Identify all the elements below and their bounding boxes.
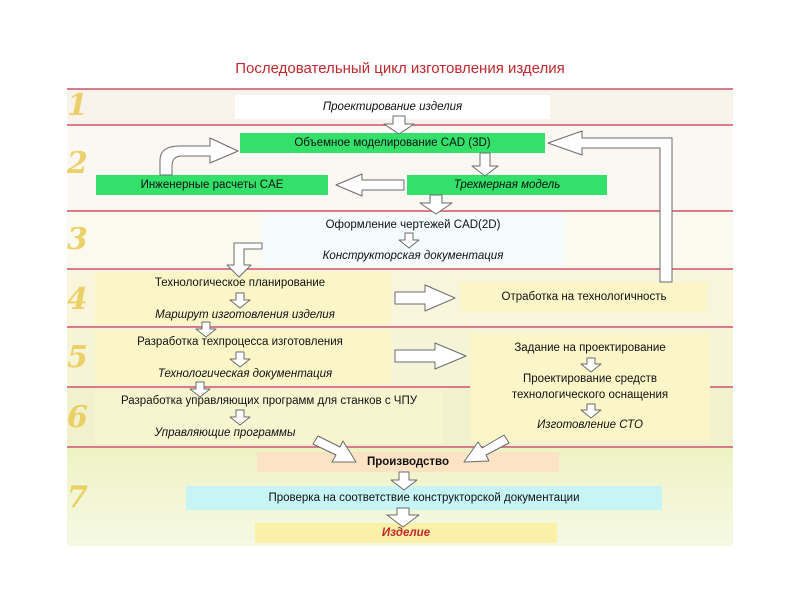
tooling-design-label-1: Проектирование средств — [523, 373, 657, 385]
drawings-label: Оформление чертежей CAD(2D) — [325, 219, 501, 231]
arrow-down — [580, 357, 602, 373]
tooling-design-label-2: технологического оснащения — [511, 389, 669, 401]
cnc-dev-box — [95, 390, 443, 444]
arrow-down — [195, 321, 217, 338]
arrow-down — [229, 351, 251, 368]
control-programs-label: Управляющие программы — [154, 427, 296, 439]
arrow-return — [547, 130, 673, 283]
arrow-curve — [159, 137, 239, 176]
arrow-down — [580, 403, 602, 419]
design-docs-label: Конструкторская документация — [322, 250, 504, 262]
cnc-dev-label: Разработка управляющих программ для стан… — [120, 395, 418, 407]
product-box: Изделие — [255, 523, 557, 543]
stage-number-2: 2 — [67, 146, 88, 181]
stage-line — [67, 326, 733, 328]
volume-modeling-box: Объемное моделирование CAD (3D) — [240, 133, 545, 153]
arrow-right — [394, 342, 467, 370]
arrow-diagonal — [312, 435, 357, 463]
arrow-down — [390, 471, 418, 491]
route-label: Маршрут изготовления изделия — [155, 309, 335, 321]
stage-number-7: 7 — [67, 480, 88, 515]
stage-line — [67, 268, 733, 270]
design-task-label: Задание на проектирование — [514, 342, 666, 354]
arrow-down — [229, 292, 251, 309]
stage-number-1: 1 — [67, 88, 88, 123]
engineering-calc-box: Инженерные расчеты CAE — [96, 175, 328, 195]
arrow-down — [189, 381, 211, 398]
arrow-down — [471, 152, 499, 177]
tech-docs-label: Технологическая документация — [157, 368, 333, 380]
arrow-down — [398, 232, 420, 249]
arrow-down — [383, 115, 415, 135]
model-3d-box: Трехмерная модель — [407, 175, 607, 195]
design-box: Проектирование изделия — [235, 95, 550, 119]
arrow-left — [335, 173, 405, 197]
manufacturability-box: Отработка на технологичность — [460, 282, 708, 312]
arrow-down — [229, 409, 251, 426]
verification-box: Проверка на соответствие конструкторской… — [186, 486, 662, 510]
stage-number-6: 6 — [67, 400, 88, 435]
tooling-box — [470, 333, 710, 441]
stage-number-5: 5 — [67, 340, 88, 375]
stage-line — [67, 88, 733, 90]
arrow-down — [419, 194, 453, 215]
stage-number-4: 4 — [67, 282, 88, 317]
page-title: Последовательный цикл изготовления издел… — [235, 60, 565, 77]
tech-planning-label: Технологическое планирование — [154, 277, 326, 289]
arrow-down — [386, 507, 420, 528]
arrow-elbow — [226, 242, 263, 278]
stage-number-3: 3 — [67, 222, 88, 257]
stage-line — [67, 446, 733, 448]
stage-line — [67, 210, 733, 212]
stage-line — [67, 386, 733, 388]
arrow-right — [394, 284, 456, 312]
process-dev-label: Разработка техпроцесса изготовления — [137, 336, 343, 348]
sto-making-label: Изготовление СТО — [537, 419, 643, 431]
arrow-diagonal — [463, 434, 510, 463]
